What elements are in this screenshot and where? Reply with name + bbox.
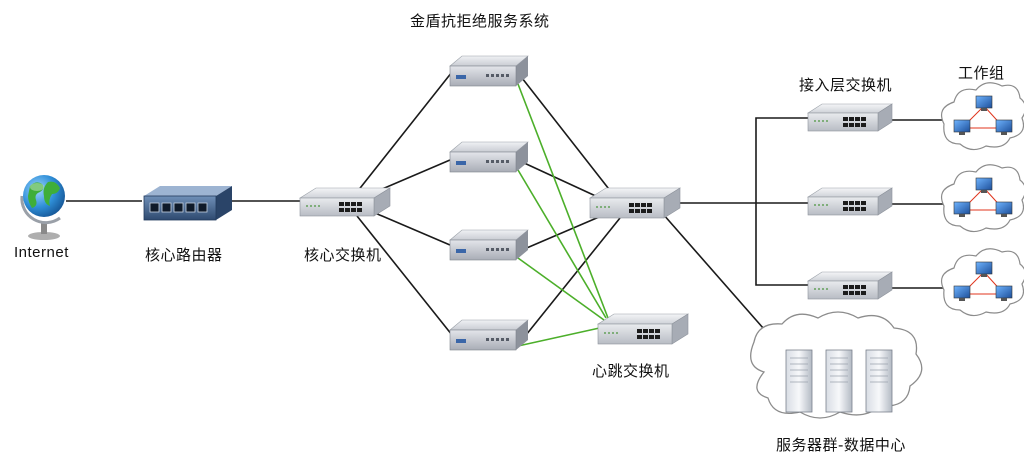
heartbeat-link-4	[517, 326, 605, 347]
link-access-bus	[755, 117, 808, 286]
shield-system-label: 金盾抗拒绝服务系统	[410, 12, 550, 30]
link-shield-2-agg	[521, 161, 601, 199]
server-tower-3	[865, 349, 893, 413]
shield-device-1	[449, 55, 529, 87]
core-router-label: 核心路由器	[145, 246, 223, 264]
workgroup-cloud-2	[941, 164, 1024, 233]
server-tower-1	[785, 349, 813, 413]
link-shield-4-agg	[521, 217, 621, 341]
links-layer	[66, 71, 945, 346]
access-switch-3	[806, 271, 894, 300]
link-shield-1-agg	[521, 77, 613, 194]
access-switch-label: 接入层交换机	[799, 76, 893, 94]
core-switch-label: 核心交换机	[304, 246, 382, 264]
heartbeat-link-2	[517, 169, 607, 319]
link-core-shield-3	[367, 209, 451, 246]
globe-icon	[20, 175, 65, 240]
workgroup-1-pc	[953, 95, 1013, 135]
access-switch-2	[806, 187, 894, 216]
server-tower-2	[825, 349, 853, 413]
heartbeat-link-3	[517, 257, 605, 321]
workgroup-cloud-3	[941, 248, 1024, 317]
server-cluster-label: 服务器群-数据中心	[776, 436, 906, 454]
link-core-shield-4	[356, 215, 453, 336]
link-core-shield-1	[356, 71, 453, 193]
workgroup-cloud-1	[941, 82, 1024, 151]
shield-device-3	[449, 229, 529, 261]
access-switch-1	[806, 103, 894, 132]
aggregation-switch-icon	[588, 187, 682, 219]
router-ports	[149, 202, 208, 213]
internet-label: Internet	[14, 244, 69, 261]
workgroup-label: 工作组	[958, 64, 1005, 82]
heartbeat-link-1	[517, 83, 609, 319]
router-icon	[143, 186, 232, 221]
heartbeat-switch-label: 心跳交换机	[592, 362, 670, 380]
heartbeat-switch-icon	[596, 313, 690, 345]
link-agg-servers	[662, 213, 779, 346]
link-shield-3-agg	[521, 213, 607, 251]
server-cloud-icon	[750, 311, 923, 419]
shield-device-4	[449, 319, 529, 351]
heartbeat-links-layer	[517, 83, 609, 347]
workgroup-2-pc	[953, 177, 1013, 217]
shield-device-2	[449, 141, 529, 173]
core-switch-icon	[298, 187, 392, 217]
workgroup-3-pc	[953, 261, 1013, 301]
